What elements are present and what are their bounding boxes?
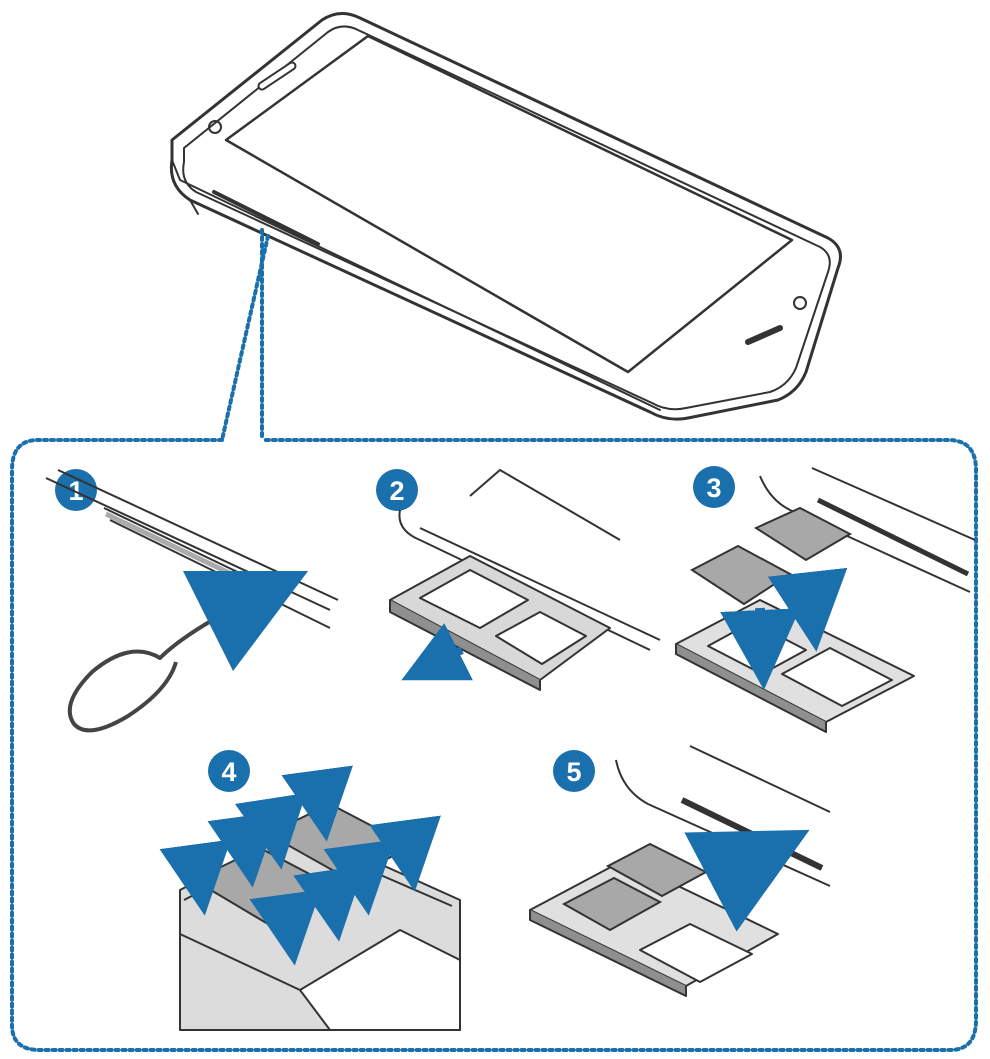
phone-corner-closeup	[398, 468, 661, 651]
step-3-down-arrow	[767, 567, 848, 652]
step-1-badge: 1	[55, 469, 97, 511]
phone-corner-closeup-3	[759, 467, 976, 593]
press-arrows-icon	[159, 765, 441, 966]
step-5-number: 5	[566, 757, 581, 787]
sim-tray-icon	[675, 599, 915, 733]
zoom-callout-border	[10, 228, 978, 1052]
step-3-number: 3	[706, 473, 721, 503]
step-4-panel: 4	[159, 750, 461, 1031]
step-1-push-arrow	[182, 570, 309, 672]
step-3-down-arrow	[720, 607, 801, 690]
step-2-pull-arrow	[401, 623, 473, 681]
step-4-badge: 4	[208, 750, 250, 792]
step-3-badge: 3	[693, 466, 735, 508]
sim-card-icon	[690, 506, 853, 606]
step-4-number: 4	[221, 757, 236, 787]
step-5-badge: 5	[553, 750, 595, 792]
step-3-panel: 3	[675, 466, 976, 733]
step-5-insert-arrow	[684, 829, 810, 932]
phone-illustration	[169, 12, 842, 421]
step-2-panel: 2	[376, 468, 661, 691]
step-5-panel: 5	[529, 745, 831, 997]
step-1-panel: 1	[45, 469, 339, 733]
ejection-pin-icon	[67, 616, 218, 733]
sim-tray-icon	[389, 555, 611, 691]
step-2-badge: 2	[376, 469, 418, 511]
step-2-number: 2	[389, 476, 404, 506]
